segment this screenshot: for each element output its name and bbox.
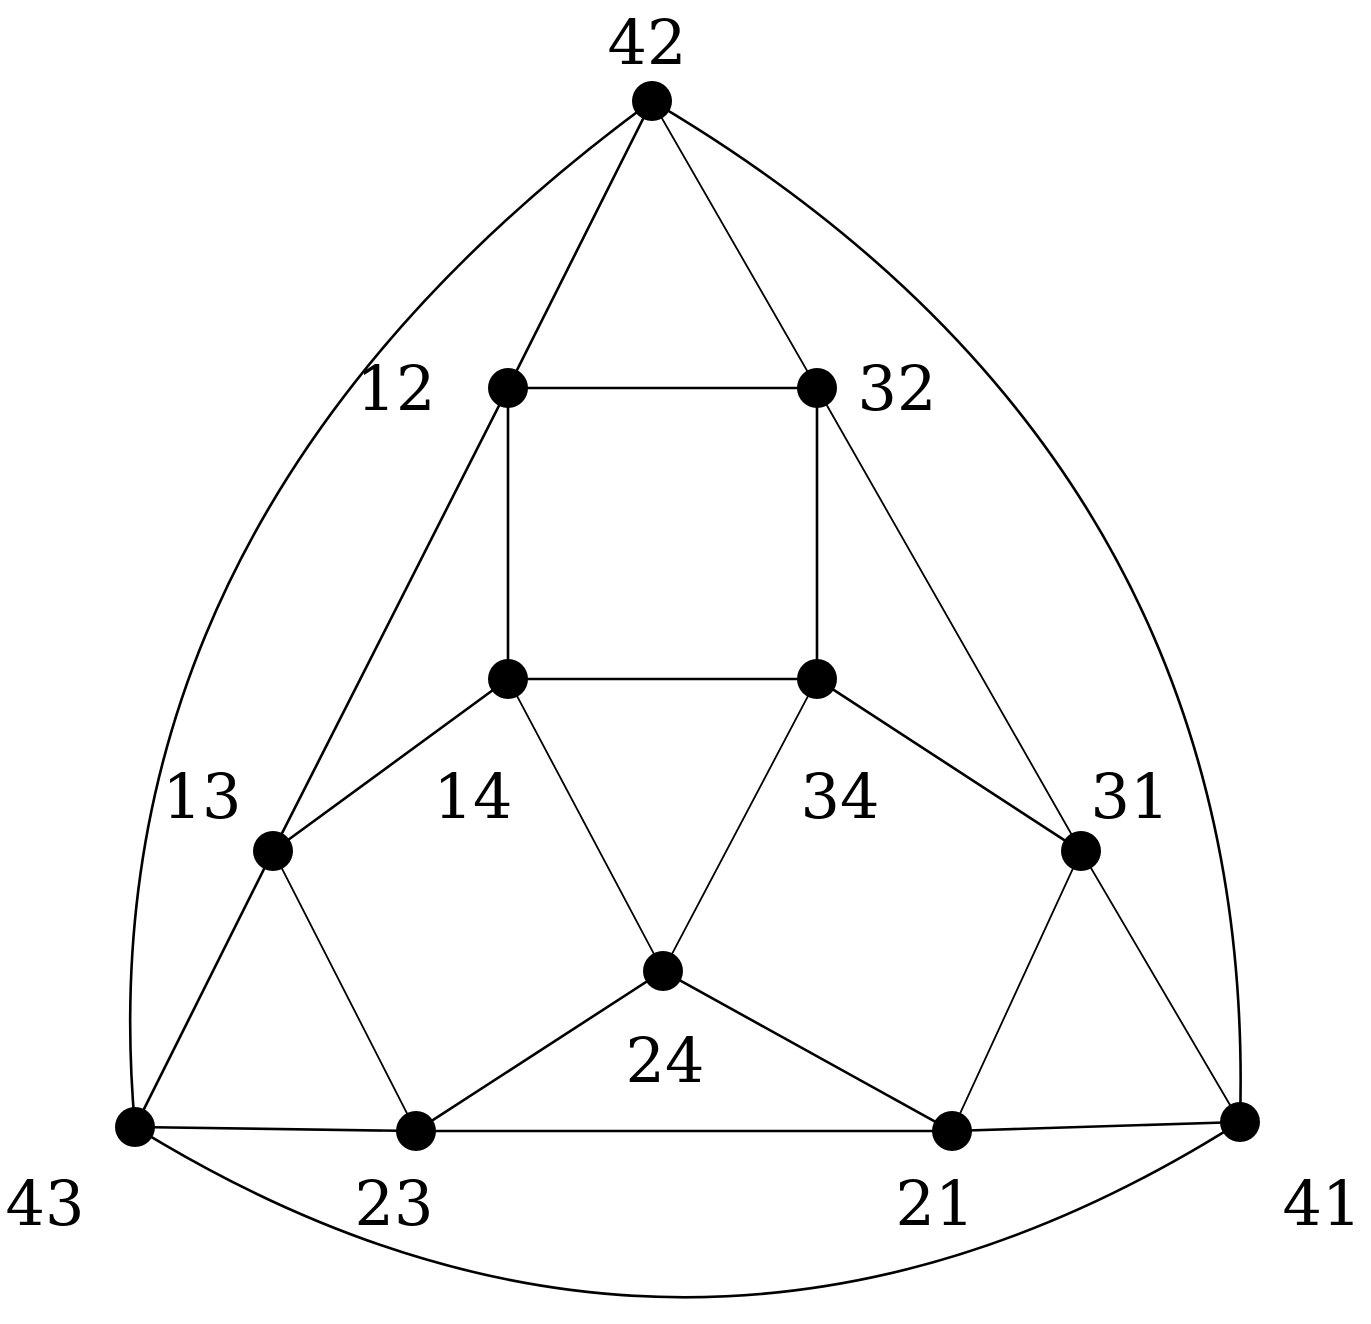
edge-24-23 [415, 969, 664, 1133]
node-label-43: 43 [6, 1167, 85, 1240]
edge-13-43 [133, 850, 275, 1128]
edge-14-24 [507, 678, 664, 972]
labels-layer: 42 12 32 14 34 13 31 24 43 23 21 41 [6, 6, 1362, 1240]
edge-43-23 [134, 1125, 417, 1133]
edge-42-41 [651, 99, 1242, 1123]
node-13 [253, 831, 293, 871]
node-14 [488, 659, 528, 699]
edge-13-23 [272, 850, 417, 1132]
node-23 [396, 1111, 436, 1151]
edge-42-32 [651, 100, 818, 389]
edge-14-13 [272, 677, 509, 853]
edge-12-13 [271, 387, 510, 852]
node-label-12: 12 [357, 352, 436, 425]
node-label-34: 34 [801, 760, 880, 833]
edge-31-21 [951, 850, 1082, 1132]
node-label-32: 32 [858, 352, 937, 425]
edge-42-12 [506, 100, 654, 389]
node-43 [115, 1107, 155, 1147]
edge-32-31 [816, 387, 1082, 852]
node-41 [1220, 1102, 1260, 1142]
node-34 [797, 659, 837, 699]
node-label-23: 23 [355, 1167, 434, 1240]
node-label-21: 21 [896, 1167, 975, 1240]
node-label-41: 41 [1283, 1167, 1362, 1240]
node-21 [932, 1111, 972, 1151]
node-24 [643, 951, 683, 991]
node-label-42: 42 [608, 6, 687, 79]
node-label-14: 14 [434, 760, 513, 833]
edge-24-21 [662, 969, 953, 1133]
node-42 [632, 81, 672, 121]
edge-34-31 [816, 677, 1082, 853]
node-label-24: 24 [626, 1024, 705, 1097]
edge-31-41 [1080, 850, 1241, 1123]
node-label-31: 31 [1091, 760, 1170, 833]
edge-21-41 [951, 1120, 1241, 1133]
node-label-13: 13 [163, 760, 242, 833]
edge-43-41 [134, 1120, 1241, 1299]
nodes-layer [115, 81, 1260, 1151]
node-31 [1061, 831, 1101, 871]
edges-layer [128, 99, 1242, 1299]
edge-42-43 [128, 99, 653, 1128]
node-32 [797, 368, 837, 408]
edge-34-24 [662, 678, 818, 972]
node-12 [488, 368, 528, 408]
